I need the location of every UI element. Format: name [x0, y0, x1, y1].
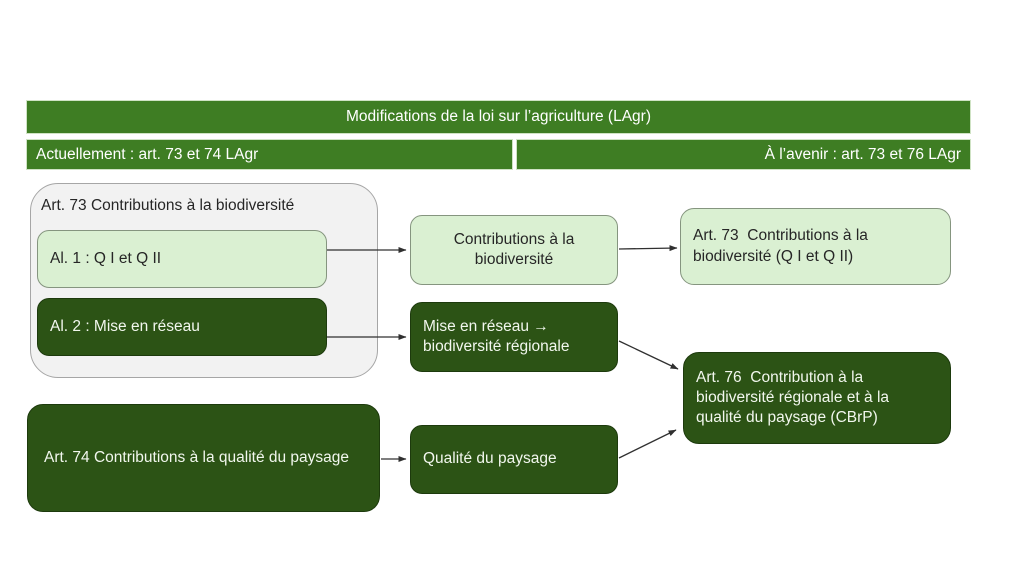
header-cell-future: À l’avenir : art. 73 et 76 LAgr: [516, 139, 971, 170]
box-al2-mise-en-reseau: Al. 2 : Mise en réseau: [37, 298, 327, 356]
box-al1-qi-qii: Al. 1 : Q I et Q II: [37, 230, 327, 288]
arrow-qualite-to-art76: [618, 429, 677, 459]
box-mise-en-reseau-regionale: Mise en réseau → biodiversité régionale: [410, 302, 618, 372]
header-cell-divider: [513, 139, 516, 170]
header-title: Modifications de la loi sur l’agricultur…: [346, 108, 651, 125]
arrow-contributions-to-art73: [618, 245, 678, 252]
header-current-label: Actuellement : art. 73 et 74 LAgr: [36, 145, 259, 163]
box-contributions-biodiversite: Contributions à la biodiversité: [410, 215, 618, 285]
header-future-label: À l’avenir : art. 73 et 76 LAgr: [764, 145, 961, 163]
group-art73-current: Art. 73 Contributions à la biodiversité …: [30, 183, 378, 378]
box-art76-future: Art. 76 Contribution à la biodiversité r…: [683, 352, 951, 444]
box-art74-current: Art. 74 Contributions à la qualité du pa…: [27, 404, 380, 512]
box-art73-future: Art. 73 Contributions à la biodiversité …: [680, 208, 951, 285]
group-art73-title: Art. 73 Contributions à la biodiversité: [41, 197, 295, 214]
box-qualite-du-paysage: Qualité du paysage: [410, 425, 618, 494]
header-subrow: Actuellement : art. 73 et 74 LAgr À l’av…: [26, 139, 971, 170]
arrow-reseau-to-art76: [618, 340, 679, 370]
header-cell-current: Actuellement : art. 73 et 74 LAgr: [26, 139, 513, 170]
header-title-bar: Modifications de la loi sur l’agricultur…: [26, 100, 971, 134]
